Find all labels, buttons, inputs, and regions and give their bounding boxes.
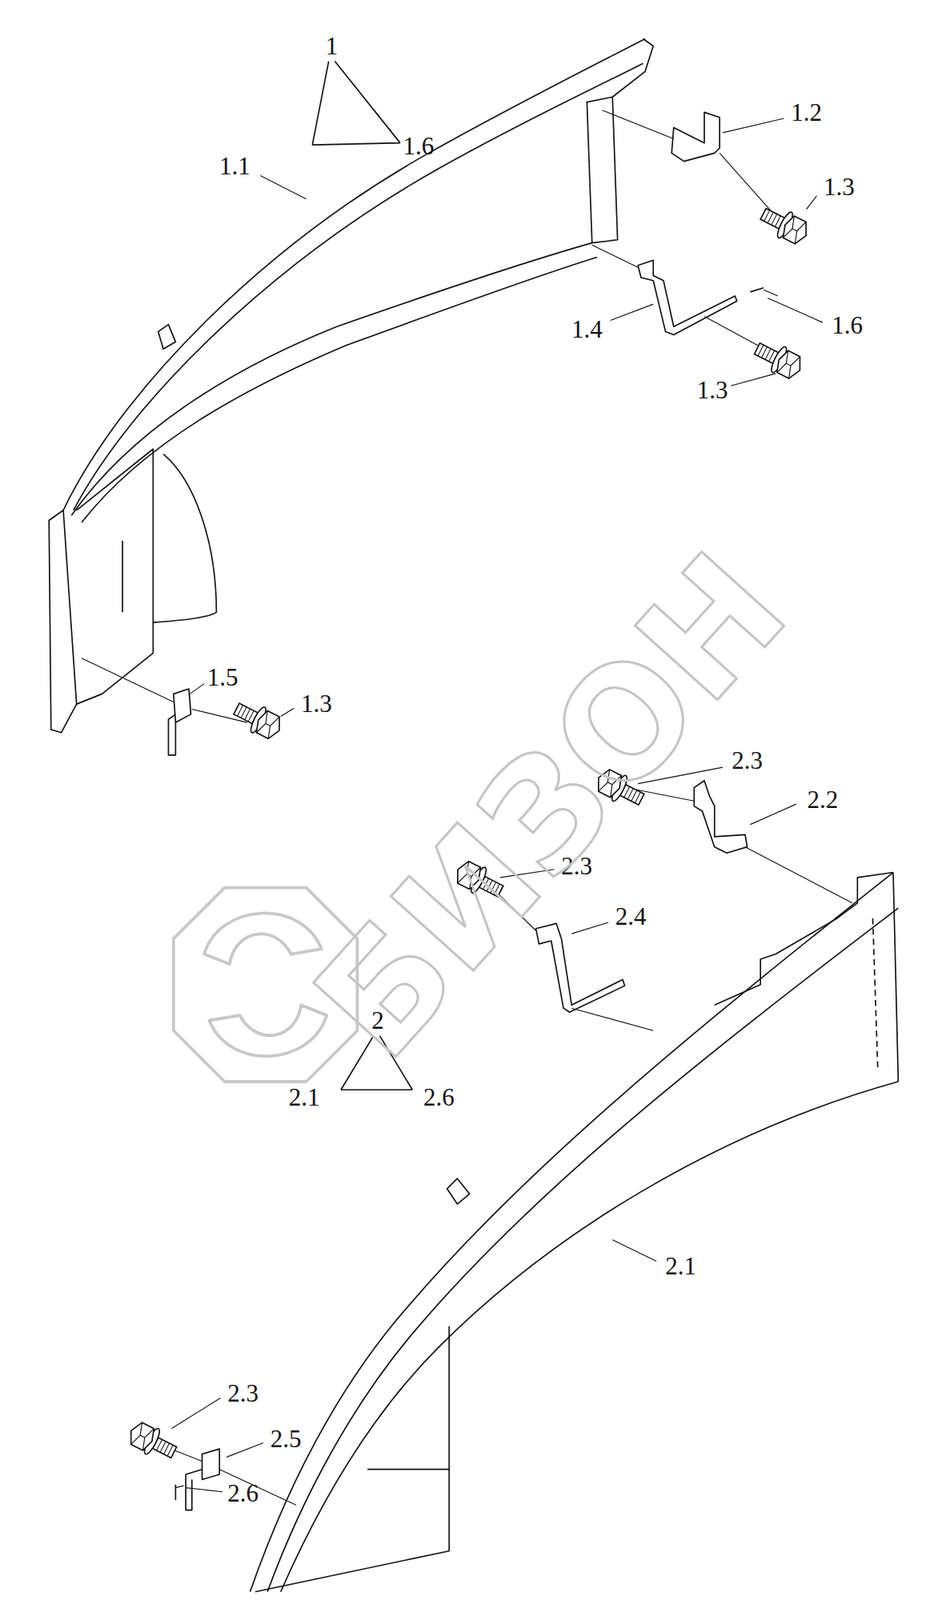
callout-number: 1.3 [300,690,333,716]
callout-number: 2.4 [615,904,647,930]
callout-number: 1.2 [790,100,822,125]
callout-number: 2.6 [423,1085,455,1111]
callout-number: 1.4 [571,316,603,341]
callout-number: 2.5 [270,1427,302,1452]
callout-number: 1.1 [219,152,251,178]
callout-number: 2.6 [227,1480,259,1506]
callout-number: 1.3 [697,377,729,403]
callout-number: 2.3 [227,1380,259,1406]
callout-number: 2.1 [665,1253,697,1279]
callout-number: 2.1 [288,1085,321,1111]
callout-number: 1.5 [207,664,239,690]
callout-number: 2.2 [807,786,839,812]
callout-number: 1 [325,33,339,59]
callout-number: 1.6 [831,312,863,337]
watermark: БИЗОН [291,529,811,1083]
callout-number: 2.3 [731,748,763,774]
callout-number: 1.3 [823,174,855,200]
callout-number: 1.6 [403,133,435,159]
